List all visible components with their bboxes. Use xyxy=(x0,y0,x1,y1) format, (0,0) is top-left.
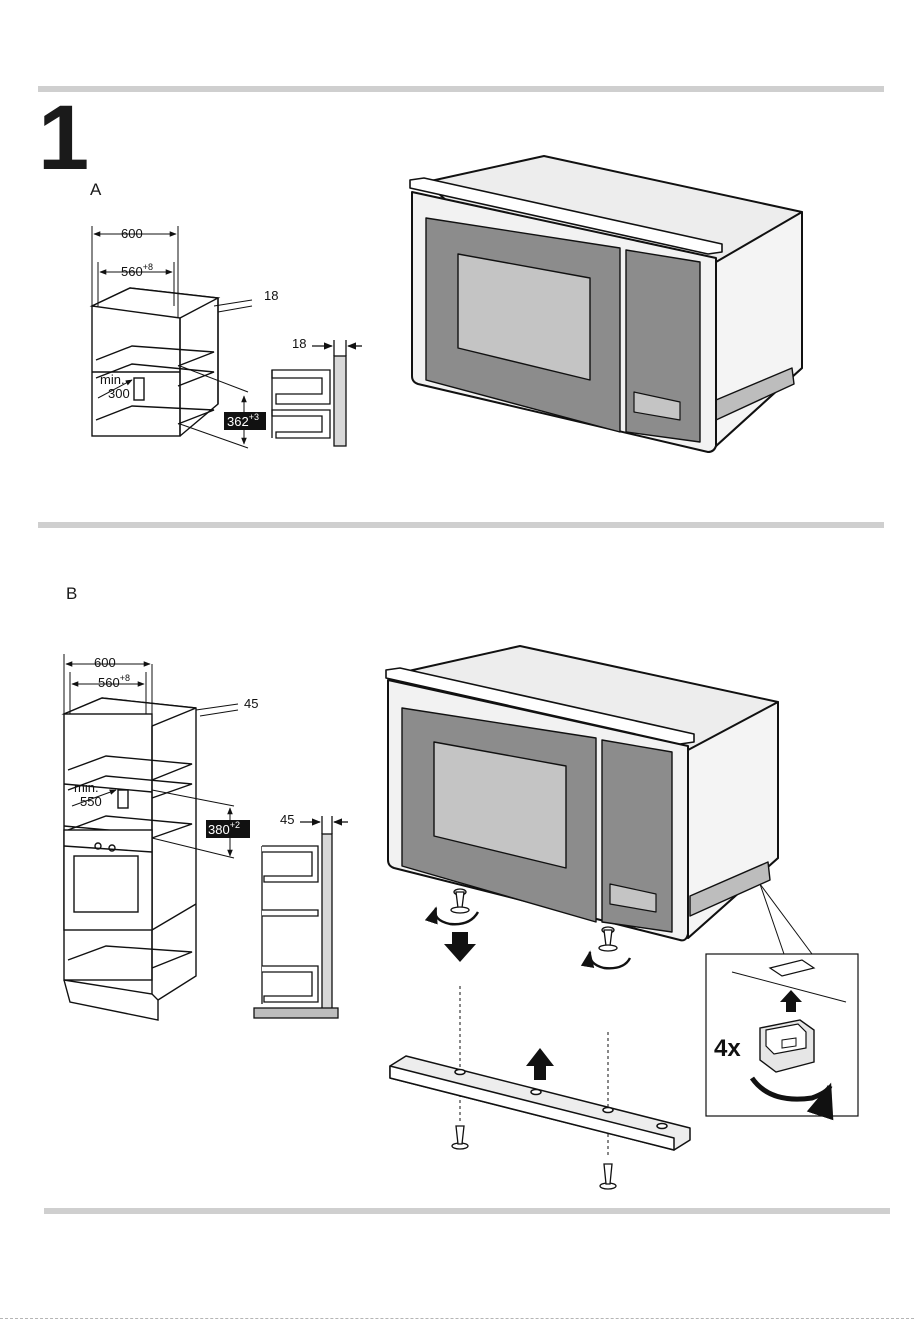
dim-panel-b: 45 xyxy=(280,812,294,827)
tall-cabinet-b xyxy=(64,698,196,1020)
dim-inner-width-a: 560+8 xyxy=(121,262,153,279)
arrow-up-icon xyxy=(526,1048,554,1080)
clip-detail-inset xyxy=(706,884,858,1116)
dim-side-a: 18 xyxy=(264,288,278,303)
page-edge xyxy=(0,1318,914,1319)
screw-icon xyxy=(599,927,617,951)
microwave-a xyxy=(410,156,802,452)
dim-min-label-b: min. xyxy=(74,780,99,795)
screw-icon xyxy=(600,1164,616,1189)
dim-depth-b: 550 xyxy=(80,794,102,809)
dim-depth-a: 300 xyxy=(108,386,130,401)
microwave-b xyxy=(386,646,778,940)
screw-icon xyxy=(452,1126,468,1149)
arrow-down-icon xyxy=(444,932,476,962)
dim-panel-a: 18 xyxy=(292,336,306,351)
clip-count-label: 4x xyxy=(714,1035,741,1062)
dim-width-b: 600 xyxy=(94,655,116,670)
dim-inner-width-b: 560+8 xyxy=(98,673,130,690)
panel-side-view-a xyxy=(272,340,362,446)
dim-side-b: 45 xyxy=(244,696,258,711)
dim-min-label-a: min. xyxy=(100,372,125,387)
screw-icon xyxy=(451,889,469,913)
panel-side-view-b xyxy=(254,816,348,1018)
cabinet-niche-a xyxy=(92,288,218,436)
dim-width-a: 600 xyxy=(121,226,143,241)
